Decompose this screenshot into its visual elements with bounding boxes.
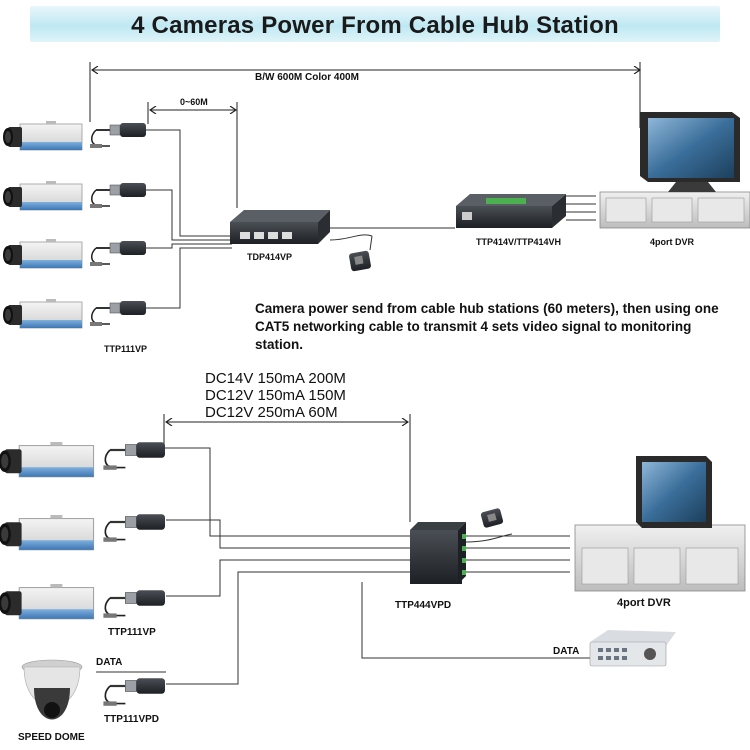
- power-adapter-bottom: [480, 508, 504, 528]
- top-dimension-lines: [89, 62, 640, 208]
- receiver-ttp414v: [456, 194, 566, 228]
- speed-dome-label: SPEED DOME: [18, 732, 85, 743]
- dvr-top: [599, 112, 750, 229]
- keyboard-data-label: DATA: [553, 646, 580, 657]
- bottom-cameras: [0, 441, 95, 620]
- short-range-label: 0~60M: [180, 97, 208, 107]
- camera-b1: [0, 441, 95, 478]
- keyboard-controller: [589, 630, 676, 667]
- power-adapter-top: [349, 250, 371, 272]
- dvr-bottom: [574, 456, 746, 592]
- camera-b2: [0, 514, 95, 551]
- dvr-label-bottom: 4port DVR: [617, 597, 671, 609]
- spec-line-2: DC12V 150mA 150M: [205, 387, 346, 404]
- balun-label-bottom: TTP111VP: [108, 627, 156, 638]
- dome-balun-label: TTP111VPD: [104, 714, 160, 725]
- hub-label-bottom: TTP444VPD: [395, 600, 452, 611]
- camera-1: [2, 120, 83, 151]
- balun-b3: [102, 589, 167, 619]
- top-cameras: [2, 120, 83, 329]
- page-title: 4 Cameras Power From Cable Hub Station: [131, 12, 619, 39]
- balun-2: [89, 182, 147, 209]
- dvr-label-top: 4port DVR: [650, 237, 695, 247]
- spec-list: DC14V 150mA 200M DC12V 150mA 150M DC12V …: [205, 370, 346, 421]
- title-banner: 4 Cameras Power From Cable Hub Station: [30, 6, 720, 42]
- camera-3: [2, 238, 83, 269]
- balun-b2: [102, 513, 167, 543]
- balun-label-top: TTP111VP: [104, 344, 148, 354]
- spec-line-3: DC12V 250mA 60M: [205, 404, 338, 421]
- bottom-wires: [96, 447, 590, 685]
- hub-label: TDP414VP: [247, 252, 293, 262]
- camera-2: [2, 180, 83, 211]
- spec-line-1: DC14V 150mA 200M: [205, 370, 346, 387]
- long-range-label: B/W 600M Color 400M: [255, 72, 359, 83]
- camera-b3: [0, 583, 95, 620]
- speed-dome: [21, 659, 83, 720]
- top-wires: [146, 129, 596, 309]
- balun-1: [89, 122, 147, 149]
- dome-data-label: DATA: [96, 657, 123, 668]
- top-baluns: [89, 122, 147, 327]
- bottom-dimension-lines: [163, 414, 411, 522]
- balun-4: [89, 300, 147, 327]
- balun-3: [89, 240, 147, 267]
- receiver-label: TTP414V/TTP414VH: [476, 237, 562, 247]
- balun-b1: [102, 441, 167, 471]
- camera-4: [2, 298, 83, 329]
- balun-b4: [102, 677, 167, 707]
- hub-tdp414vp: [230, 210, 330, 244]
- hub-ttp444vpd: [410, 522, 466, 584]
- description-text: Camera power send from cable hub station…: [255, 301, 719, 352]
